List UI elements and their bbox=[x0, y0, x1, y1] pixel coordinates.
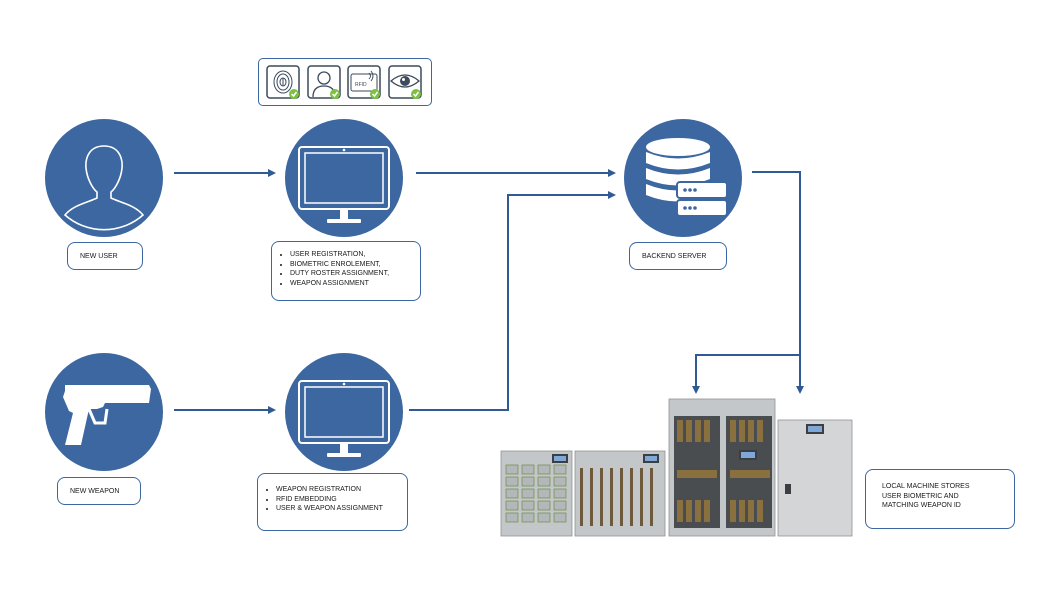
task-item: DUTY ROSTER ASSIGNMENT, bbox=[290, 269, 420, 279]
monitor-icon bbox=[298, 380, 390, 457]
new-user-label: NEW USER bbox=[80, 252, 118, 260]
weapon-registration-station bbox=[285, 353, 403, 471]
pistol-icon bbox=[63, 385, 151, 445]
task-item: BIOMETRIC ENROLEMENT, bbox=[290, 260, 420, 270]
tall-armory-cabinet bbox=[668, 398, 776, 537]
backend-server-node bbox=[624, 119, 742, 237]
biometric-methods-panel: RFID bbox=[258, 58, 432, 106]
fingerprint-icon bbox=[266, 65, 300, 99]
local-machine-line: MATCHING WEAPON ID bbox=[882, 502, 961, 509]
new-weapon-label: NEW WEAPON bbox=[70, 487, 120, 495]
task-item: WEAPON REGISTRATION bbox=[276, 485, 407, 495]
new-user-label-box: NEW USER bbox=[67, 242, 143, 270]
rfid-text: RFID bbox=[355, 82, 367, 88]
weapon-storage-cabinets bbox=[500, 398, 853, 537]
closed-cabinet bbox=[777, 419, 853, 537]
rfid-card-icon: RFID bbox=[347, 65, 381, 99]
arrow-server-to-cabinet-left bbox=[692, 354, 800, 394]
backend-server-label: BACKEND SERVER bbox=[642, 252, 707, 260]
local-machine-note-box: LOCAL MACHINE STORES USER BIOMETRIC AND … bbox=[865, 469, 1015, 529]
eye-icon bbox=[388, 65, 422, 99]
arrow-server-to-cabinet-right bbox=[752, 171, 804, 394]
new-weapon-node bbox=[45, 353, 163, 471]
backend-server-label-box: BACKEND SERVER bbox=[629, 242, 727, 270]
task-item: WEAPON ASSIGNMENT bbox=[290, 279, 420, 289]
user-registration-tasks: USER REGISTRATION, BIOMETRIC ENROLEMENT,… bbox=[271, 241, 421, 301]
monitor-icon bbox=[298, 146, 390, 223]
local-machine-line: LOCAL MACHINE STORES bbox=[882, 483, 970, 490]
task-item: RFID EMBEDDING bbox=[276, 495, 407, 505]
rifle-slot-cabinet bbox=[574, 450, 666, 537]
drawer-cabinet bbox=[500, 450, 573, 537]
user-silhouette-icon bbox=[63, 145, 145, 231]
local-machine-line: USER BIOMETRIC AND bbox=[882, 492, 959, 500]
new-weapon-label-box: NEW WEAPON bbox=[57, 477, 141, 505]
face-icon bbox=[307, 65, 341, 99]
task-item: USER & WEAPON ASSIGNMENT bbox=[276, 504, 407, 514]
user-registration-station bbox=[285, 119, 403, 237]
task-item: USER REGISTRATION, bbox=[290, 250, 420, 260]
weapon-registration-tasks: WEAPON REGISTRATION RFID EMBEDDING USER … bbox=[257, 473, 408, 531]
database-server-icon bbox=[646, 138, 728, 217]
arrow-weapon-station-to-server bbox=[409, 191, 616, 411]
new-user-node bbox=[45, 119, 163, 237]
